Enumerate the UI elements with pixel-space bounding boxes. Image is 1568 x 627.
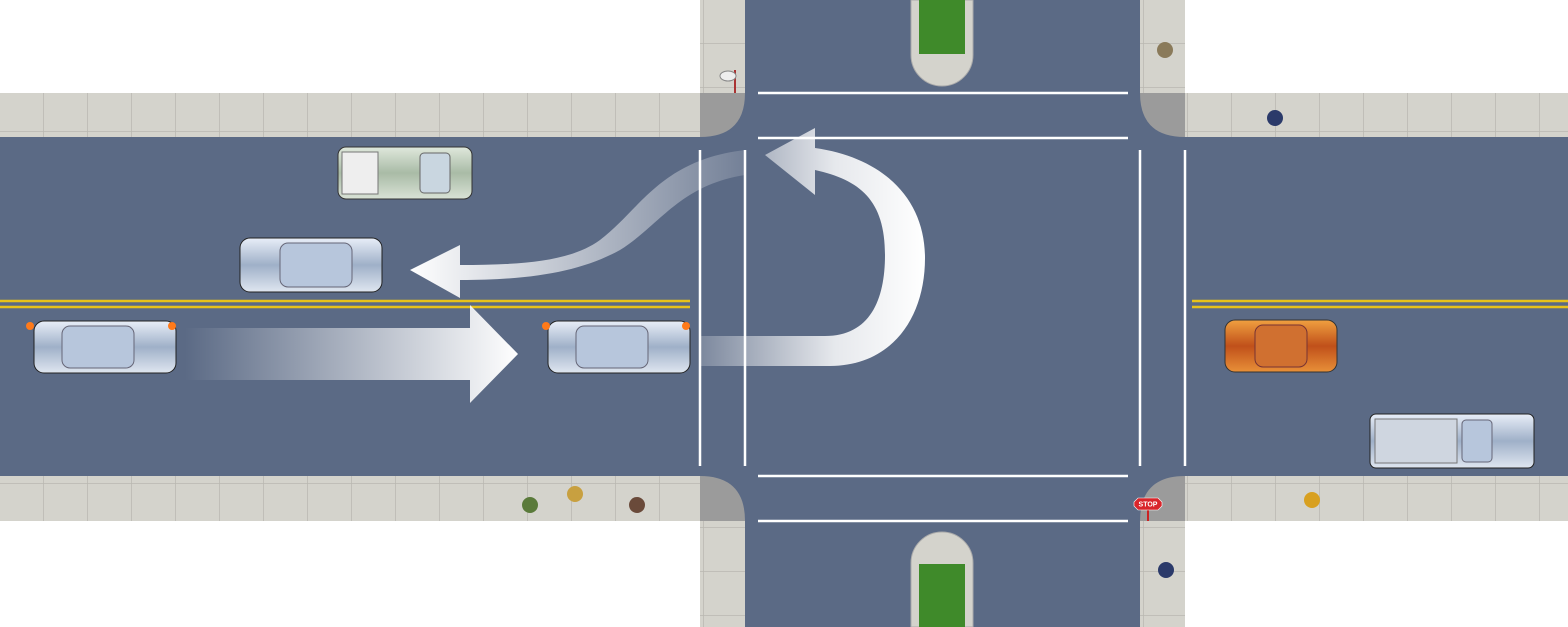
median-top (910, 0, 974, 87)
turn-signal-icon (542, 322, 550, 330)
oncoming-orange-car (1224, 319, 1338, 373)
u-turning-sedan (542, 320, 691, 374)
turn-signal-icon (168, 322, 176, 330)
stop-sign: STOP (1133, 497, 1163, 521)
westbound-silver-sedan (239, 237, 383, 293)
left-turn-path-arrow (410, 150, 745, 298)
center-line (0, 299, 1568, 309)
silver-pickup (1369, 413, 1535, 469)
pedestrian-icon (567, 486, 583, 502)
pedestrian-icon (522, 497, 538, 513)
pedestrian-icon (1267, 110, 1283, 126)
turn-signal-icon (26, 322, 34, 330)
u-turn-arrow (700, 128, 925, 366)
pedestrians (522, 42, 1320, 578)
sign-post-top (719, 70, 737, 93)
eastbound-following-sedan (26, 320, 177, 374)
turn-signal-icon (682, 322, 690, 330)
pedestrian-icon (629, 497, 645, 513)
median-bottom (910, 531, 974, 627)
pedestrian-icon (1158, 562, 1174, 578)
parked-green-pickup (337, 146, 473, 200)
pedestrian-icon (1157, 42, 1173, 58)
pedestrian-icon (1304, 492, 1320, 508)
lane-markings (698, 91, 1187, 523)
straight-east-arrow (185, 305, 518, 403)
stop-sign-text: STOP (1139, 502, 1158, 509)
